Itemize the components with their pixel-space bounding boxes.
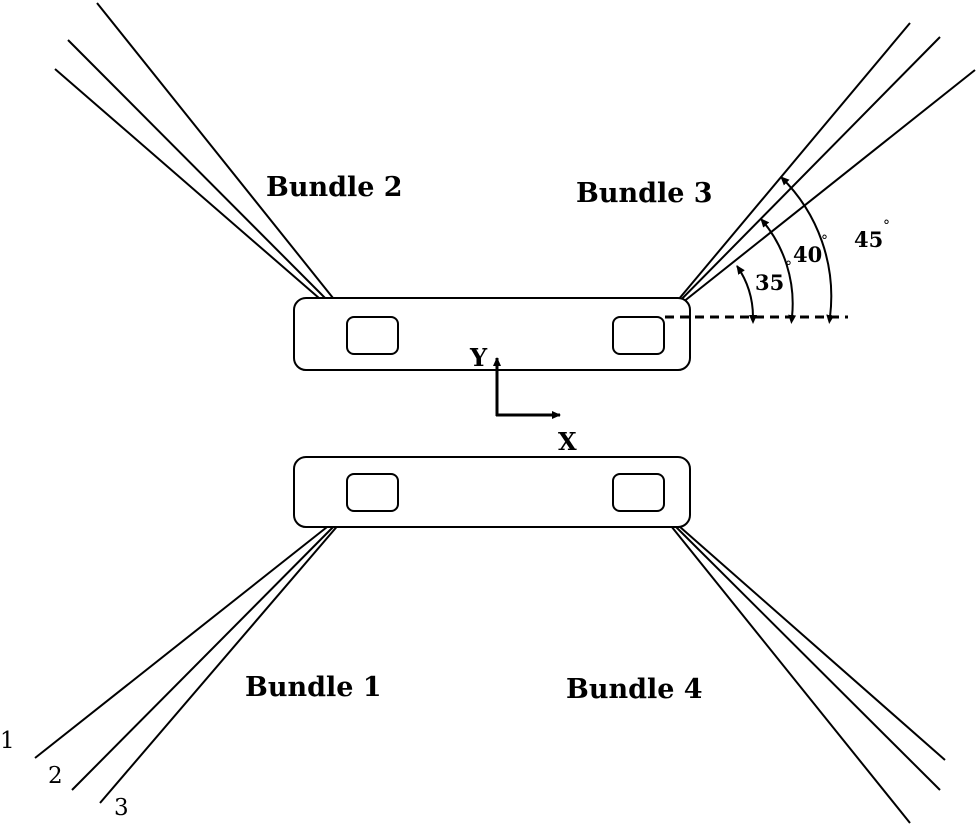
bundle-4-line-1: [662, 511, 946, 761]
bundle-2-line-1: [96, 2, 346, 314]
bundle-2-line-3: [54, 68, 343, 319]
angle-40-label: 40: [793, 242, 822, 267]
angle-35-degree: °: [785, 259, 792, 275]
bundle-2-lines: [54, 2, 346, 319]
bundle-2-label: Bundle 2: [266, 172, 403, 203]
angle-45-label: 45: [854, 227, 883, 252]
bundle-4-label: Bundle 4: [566, 674, 703, 705]
bundle-1-line-1: [34, 511, 347, 759]
bundle-2-line-2: [67, 39, 344, 317]
arc-35: [736, 265, 757, 324]
line-number-2: 2: [48, 763, 63, 789]
bundle-1-line-3: [99, 515, 347, 804]
line-number-3: 3: [114, 795, 129, 821]
line-number-1: 1: [0, 728, 15, 754]
bundle-1-lines: [34, 511, 347, 804]
y-axis-label: Y: [469, 343, 488, 372]
angle-45-degree: °: [883, 218, 890, 234]
lower-port-right: [612, 473, 665, 512]
bundle-3-label: Bundle 3: [576, 178, 713, 209]
upper-port-right: [612, 316, 665, 355]
coordinate-axes: [493, 357, 561, 419]
bundle-1-line-2: [71, 513, 347, 791]
angle-35-label: 35: [755, 270, 784, 295]
upper-connector: [293, 297, 691, 371]
bundle-3-line-1: [662, 22, 911, 319]
arc-45: [780, 176, 835, 324]
bundle-3-lines: [662, 22, 976, 319]
lower-connector: [293, 456, 691, 528]
x-axis-label: X: [558, 427, 577, 456]
bundle-4-line-2: [662, 513, 941, 791]
angle-arcs: [736, 176, 835, 324]
bundle-4-lines: [662, 511, 946, 824]
bundle-4-line-3: [662, 515, 911, 824]
angle-40-degree: °: [821, 233, 828, 249]
lower-port-left: [346, 473, 399, 512]
upper-port-left: [346, 316, 399, 355]
bundle-1-label: Bundle 1: [245, 672, 382, 703]
